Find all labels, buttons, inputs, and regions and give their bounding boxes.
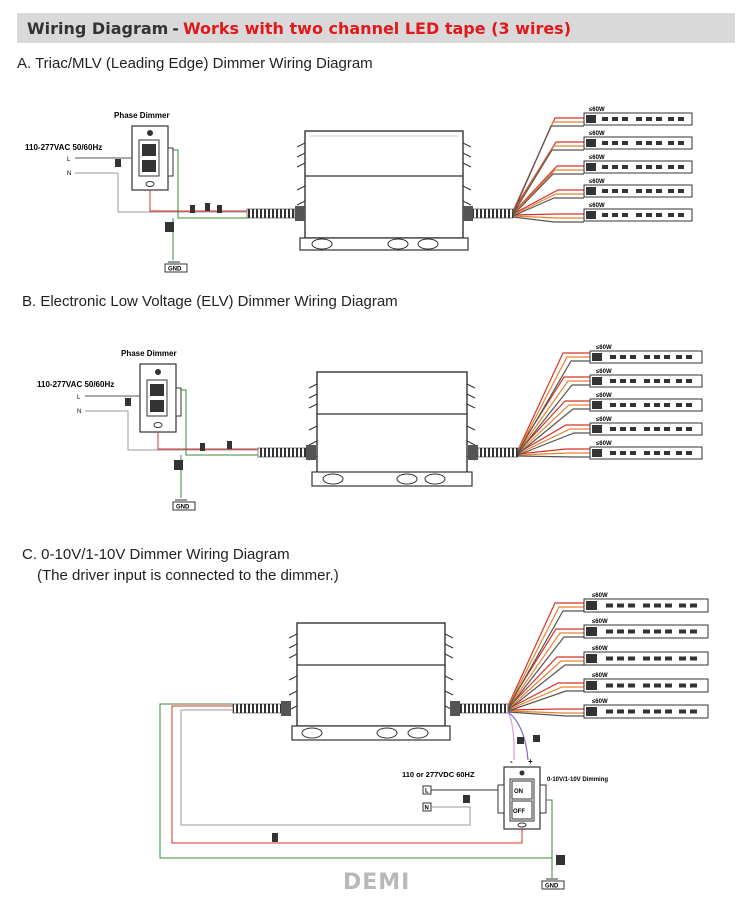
strip-label: ≤60W	[589, 179, 605, 185]
neutral-label: N	[77, 409, 81, 415]
on-label: ON	[514, 789, 523, 795]
phase-dimmer	[139, 363, 182, 433]
strip-label: ≤60W	[596, 393, 612, 399]
supply-label: 110 or 277VDC 60HZ	[402, 770, 475, 779]
supply-label: 110-277VAC 50/60Hz	[37, 380, 114, 389]
input-wires-c	[159, 703, 565, 886]
dimmer-0-10v: ON OFF	[497, 766, 547, 830]
input-wires-a	[75, 149, 247, 269]
strip-label: ≤60W	[592, 673, 608, 679]
line-label: L	[77, 395, 81, 401]
section-c-subtitle: (The driver input is connected to the di…	[37, 567, 339, 584]
dimming-label: 0-10V/1-10V Dimming	[547, 777, 608, 783]
header-title: Wiring Diagram	[27, 18, 169, 38]
diagram-b: ≤60W ≤60W ≤60W ≤60W ≤60W Phase Dimmer 11…	[37, 345, 703, 511]
header-separator: -	[172, 18, 179, 38]
diagram-a: ≤60W ≤60W ≤60W ≤60W ≤60W Phase Dimmer 11…	[25, 107, 693, 273]
gnd-label: GND	[168, 267, 182, 273]
led-strip-group: ≤60W ≤60W ≤60W ≤60W ≤60W	[583, 107, 693, 222]
output-gland	[468, 445, 478, 460]
input-conduit	[232, 703, 282, 714]
strip-label: ≤60W	[589, 131, 605, 137]
strip-label: ≤60W	[592, 619, 608, 625]
strip-label: ≤60W	[592, 699, 608, 705]
input-wires-b	[85, 389, 258, 507]
neutral-label: N	[425, 806, 429, 812]
output-conduit	[472, 208, 514, 219]
led-driver-box	[288, 622, 454, 741]
strip-label: ≤60W	[596, 417, 612, 423]
gnd-label: GND	[545, 884, 559, 890]
strip-label: ≤60W	[592, 593, 608, 599]
neutral-label: N	[67, 171, 71, 177]
led-strip-group: ≤60W ≤60W ≤60W ≤60W ≤60W	[589, 345, 703, 460]
strip-label: ≤60W	[589, 107, 605, 113]
strip-label: ≤60W	[589, 155, 605, 161]
output-conduit	[459, 703, 509, 714]
supply-label: 110-277VAC 50/60Hz	[25, 143, 102, 152]
output-wires	[507, 602, 584, 761]
led-driver-box	[296, 130, 472, 251]
dimmer-label: Phase Dimmer	[121, 349, 177, 358]
led-driver-box	[308, 371, 476, 487]
input-gland	[306, 445, 316, 460]
phase-dimmer	[131, 125, 174, 191]
diagram-c: ≤60W ≤60W ≤60W ≤60W ≤60W - + ON OFF 110 …	[159, 593, 709, 890]
strip-label: ≤60W	[596, 345, 612, 351]
section-c-title: C. 0-10V/1-10V Dimmer Wiring Diagram	[22, 546, 290, 563]
output-wires	[512, 117, 584, 223]
strip-label: ≤60W	[592, 646, 608, 652]
strip-label: ≤60W	[596, 441, 612, 447]
output-wires	[517, 352, 590, 458]
gnd-label: GND	[176, 505, 190, 511]
polarity-minus: -	[510, 757, 513, 766]
off-label: OFF	[513, 809, 525, 815]
input-gland	[281, 701, 291, 716]
page-header: Wiring Diagram - Works with two channel …	[17, 13, 735, 43]
output-conduit	[477, 447, 519, 458]
input-conduit	[246, 208, 296, 219]
output-gland	[450, 701, 460, 716]
section-b-title: B. Electronic Low Voltage (ELV) Dimmer W…	[22, 293, 398, 310]
line-label: L	[425, 789, 429, 795]
dimmer-label: Phase Dimmer	[114, 111, 170, 120]
strip-label: ≤60W	[589, 203, 605, 209]
input-conduit	[257, 447, 307, 458]
header-highlight: Works with two channel LED tape (3 wires…	[182, 18, 572, 38]
strip-label: ≤60W	[596, 369, 612, 375]
line-label: L	[67, 157, 71, 163]
led-strip-group: ≤60W ≤60W ≤60W ≤60W ≤60W	[583, 593, 709, 719]
section-a-title: A. Triac/MLV (Leading Edge) Dimmer Wirin…	[17, 55, 373, 72]
input-gland	[295, 206, 305, 221]
output-gland	[463, 206, 473, 221]
polarity-plus: +	[528, 757, 533, 766]
watermark-logo: DEMI	[343, 870, 411, 895]
